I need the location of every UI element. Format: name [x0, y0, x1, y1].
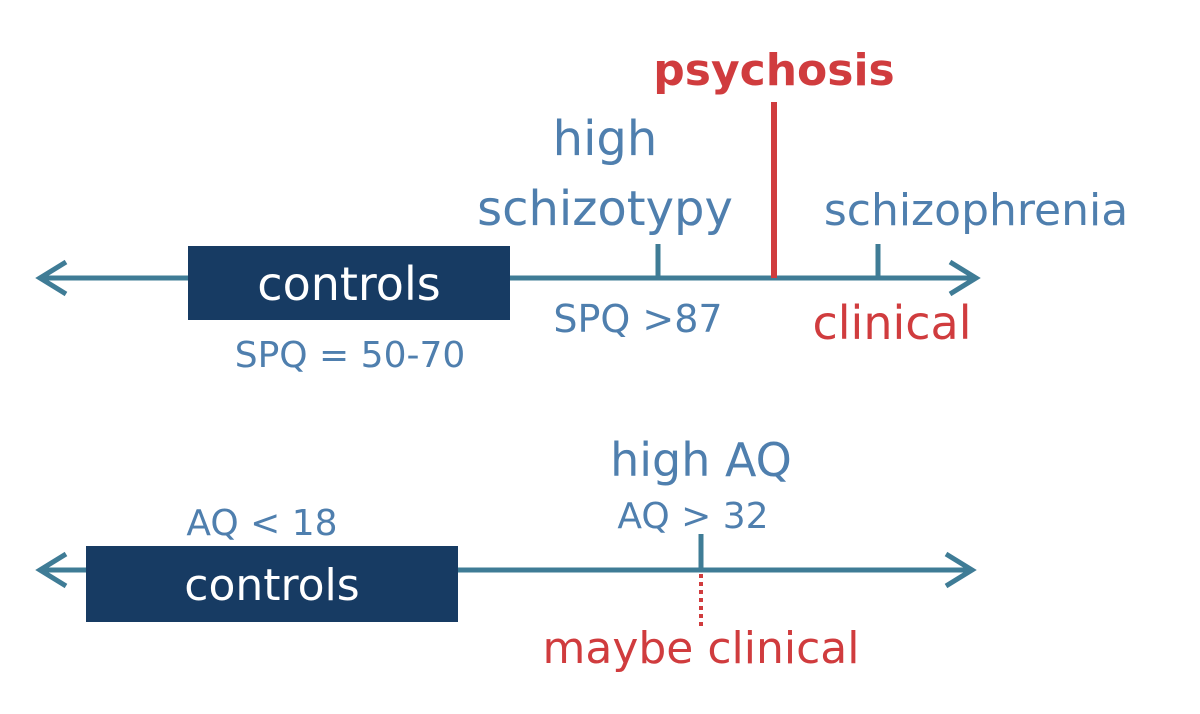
- bottom-axis-right-arrow: [944, 551, 977, 589]
- schizophrenia-label: schizophrenia: [824, 185, 1128, 236]
- bottom-controls-label: controls: [184, 560, 359, 611]
- high-schizotypy-label-line2: schizotypy: [477, 181, 733, 237]
- bottom-controls-box: [86, 546, 458, 622]
- top-controls-label: controls: [257, 257, 440, 311]
- top-controls-range: SPQ = 50-70: [235, 335, 466, 376]
- maybe-clinical-label: maybe clinical: [543, 623, 860, 674]
- top-axis-right-arrow: [948, 259, 981, 297]
- high-aq-label: high AQ: [610, 433, 792, 487]
- psychosis-label: psychosis: [653, 45, 894, 96]
- high-schizotypy-threshold: SPQ >87: [553, 297, 722, 341]
- high-aq-threshold: AQ > 32: [617, 496, 768, 537]
- top-controls-box: [188, 246, 510, 320]
- bottom-spectrum: controls AQ < 18 high AQ AQ > 32 maybe c…: [35, 433, 977, 674]
- bottom-axis-left-arrow: [35, 551, 68, 589]
- top-spectrum: controls SPQ = 50-70 high schizotypy SPQ…: [35, 45, 1128, 376]
- bottom-controls-range: AQ < 18: [186, 503, 337, 544]
- clinical-label: clinical: [812, 296, 971, 350]
- top-axis-left-arrow: [35, 259, 68, 297]
- high-schizotypy-label-line1: high: [553, 111, 658, 167]
